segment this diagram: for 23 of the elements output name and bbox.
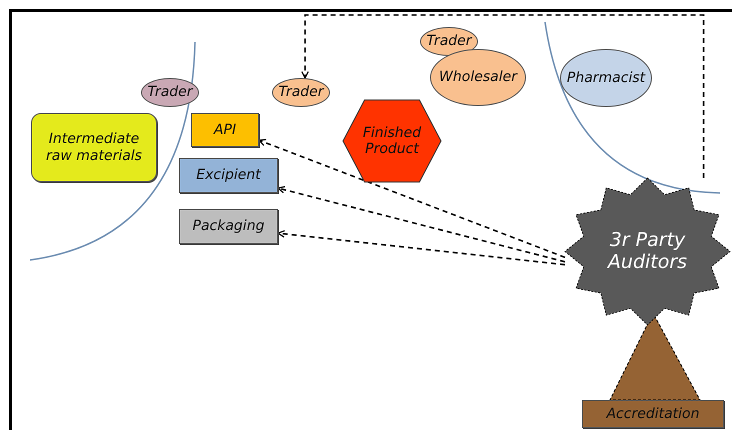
- node-label: Intermediate raw materials: [45, 131, 143, 164]
- dashed-arrow: [277, 186, 566, 263]
- packaging-box: [179, 209, 278, 244]
- node-label: Packaging: [192, 218, 266, 235]
- node-label: Trader: [425, 33, 474, 50]
- node-label: Accreditation: [604, 406, 700, 422]
- auditors-starburst: [565, 178, 730, 325]
- dashed-arrow: [258, 138, 566, 258]
- node-label: Finished Product: [362, 124, 422, 158]
- dashed-arrow: [301, 14, 704, 178]
- node-label: Wholesaler: [438, 69, 519, 86]
- accreditation-base: [582, 400, 724, 428]
- finished-product-hexagon: [343, 100, 441, 182]
- dashed-arrow: [277, 230, 566, 266]
- excipient-box: [179, 158, 278, 193]
- raw-materials-box: [31, 113, 157, 182]
- node-label: Trader: [146, 84, 194, 101]
- node-label: Pharmacist: [566, 70, 646, 86]
- api-box: [191, 113, 259, 147]
- node-label: 3r Party Auditors: [606, 230, 688, 274]
- node-label: Trader: [277, 84, 326, 101]
- node-label: API: [212, 122, 238, 138]
- node-label: Excipient: [195, 167, 262, 184]
